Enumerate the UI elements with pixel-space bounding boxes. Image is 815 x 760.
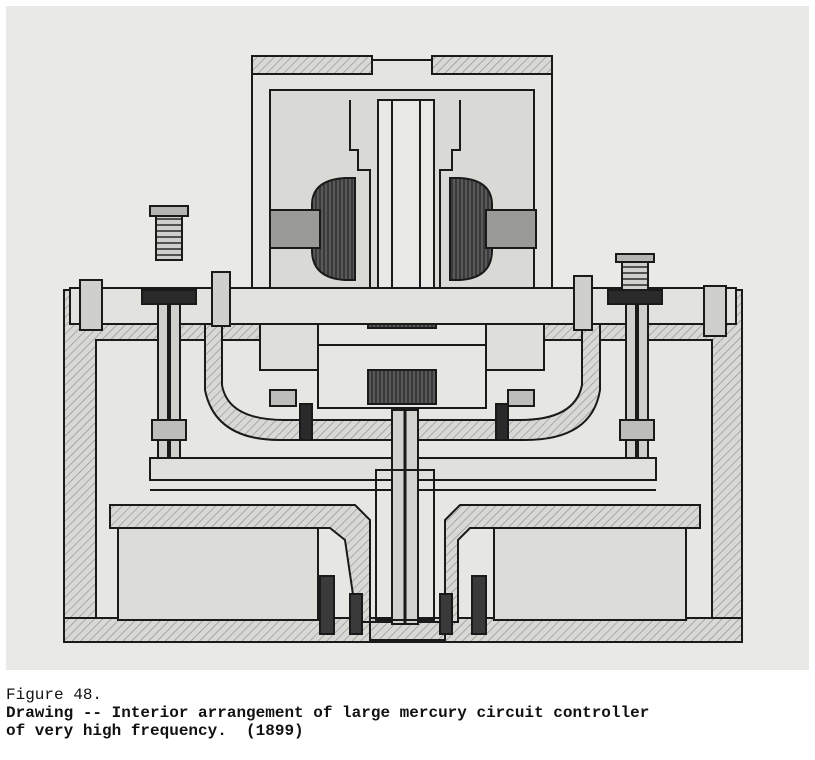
figure-image-area xyxy=(6,6,809,670)
figure-caption: Figure 48. Drawing -- Interior arrangeme… xyxy=(6,686,812,740)
left-terminal-stud xyxy=(155,209,183,261)
left-field-magnet xyxy=(311,177,356,281)
figure-caption-text: Drawing -- Interior arrangement of large… xyxy=(6,704,650,740)
right-field-magnet xyxy=(449,177,493,281)
left-lower-chamber xyxy=(117,527,319,621)
central-shaft xyxy=(377,99,435,291)
right-lower-chamber xyxy=(493,527,687,621)
mercury-circuit-controller-drawing xyxy=(63,55,743,643)
drawing-outlines xyxy=(63,55,743,643)
lower-commutator xyxy=(367,369,437,405)
figure-label: Figure 48. xyxy=(6,686,103,704)
right-terminal-stud xyxy=(621,257,649,293)
